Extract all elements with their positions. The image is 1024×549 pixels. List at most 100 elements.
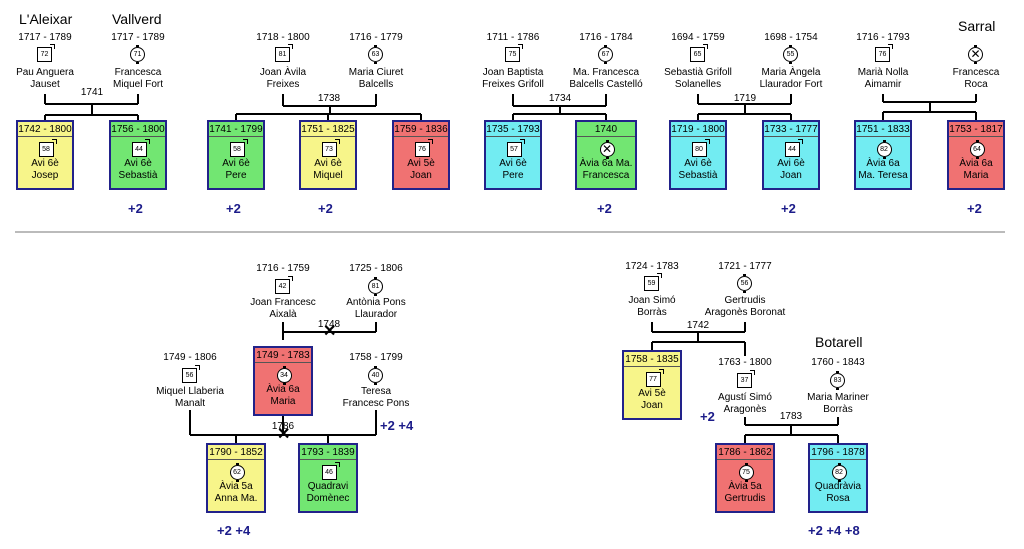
person-name[interactable]: Pau Anguera Jauset xyxy=(16,67,74,90)
female-icon[interactable]: 40 xyxy=(368,366,383,385)
person-name[interactable]: Teresa Francesc Pons xyxy=(342,386,410,409)
female-icon[interactable]: 55 xyxy=(783,45,798,64)
box-label: Avi 6è Sebastià xyxy=(118,158,158,181)
person-years: 1716 - 1759 xyxy=(256,263,310,274)
descendant-box[interactable]: 1751 - 1825 73 Avi 6è Miquel xyxy=(299,120,357,190)
person-name[interactable]: Francesca Roca xyxy=(952,67,1000,90)
descendant-box[interactable]: 1753 - 1817 64 Àvia 6a Maria xyxy=(947,120,1005,190)
female-icon: 34 xyxy=(276,366,292,385)
box-label: Avi 6è Pere xyxy=(499,158,527,181)
person-name[interactable]: Sebastià Grifoll Solanelles xyxy=(664,67,732,90)
person-name[interactable]: Francesca Miquel Fort xyxy=(112,67,163,90)
marriage-year: 1719 xyxy=(733,93,757,104)
expand-indicator[interactable]: +2 xyxy=(226,201,241,216)
descendant-box[interactable]: 1733 - 1777 44 Avi 6è Joan xyxy=(762,120,820,190)
female-icon[interactable]: 63 xyxy=(368,45,383,64)
person-years: 1760 - 1843 xyxy=(811,357,865,368)
expand-indicator[interactable]: +2 xyxy=(700,409,715,424)
box-label: Quadravi Domènec xyxy=(306,481,350,504)
person-years: 1698 - 1754 xyxy=(764,32,818,43)
box-years: 1719 - 1800 xyxy=(671,124,725,137)
male-icon: 77 xyxy=(645,369,664,387)
expand-indicator[interactable]: +2 +4 xyxy=(380,418,414,433)
person-name[interactable]: Ma. Francesca Balcells Castelló xyxy=(569,67,643,90)
person-years: 1724 - 1783 xyxy=(625,261,679,272)
person-years: 1716 - 1784 xyxy=(579,32,633,43)
marriage-year: 1734 xyxy=(548,93,572,104)
descendant-box[interactable]: 1751 - 1833 82 Àvia 6a Ma. Teresa xyxy=(854,120,912,190)
box-years: 1741 - 1799 xyxy=(209,124,263,137)
descendant-box[interactable]: 1759 - 1836 76 Avi 5è Joan xyxy=(392,120,450,190)
person-years: 1717 - 1789 xyxy=(18,32,72,43)
male-icon[interactable]: 72 xyxy=(37,44,55,62)
box-label: Avi 6è Miquel xyxy=(313,158,343,181)
female-icon[interactable]: 67 xyxy=(598,45,613,64)
descendant-box[interactable]: 1749 - 1783 34 Àvia 6a Maria xyxy=(253,346,313,416)
expand-indicator[interactable]: +2 +4 +8 xyxy=(808,523,860,538)
descendant-box[interactable]: 1786 - 1862 75 Àvia 5a Gertrudis xyxy=(715,443,775,513)
descendant-box[interactable]: 1756 - 1800 44 Avi 6è Sebastià xyxy=(109,120,167,190)
descendant-box[interactable]: 1740 ✕ Àvia 6a Ma. Francesca xyxy=(575,120,637,190)
descendant-box[interactable]: 1741 - 1799 58 Avi 6è Pere xyxy=(207,120,265,190)
female-icon: 82 xyxy=(876,140,892,159)
person-years: 1716 - 1779 xyxy=(349,32,403,43)
male-icon: 58 xyxy=(38,139,57,157)
person-name[interactable]: Miquel Llaberia Manalt xyxy=(156,386,224,409)
male-icon: 44 xyxy=(784,139,803,157)
box-years: 1735 - 1793 xyxy=(486,124,540,137)
person-years: 1721 - 1777 xyxy=(718,261,772,272)
box-years: 1740 xyxy=(577,122,635,137)
male-icon[interactable]: 59 xyxy=(644,273,662,291)
male-icon[interactable]: 37 xyxy=(737,370,755,388)
male-icon[interactable]: 42 xyxy=(275,276,293,294)
descendant-box[interactable]: 1793 - 1839 46 Quadravi Domènec xyxy=(298,443,358,513)
person-years: 1716 - 1793 xyxy=(856,32,910,43)
male-icon[interactable]: 81 xyxy=(275,44,293,62)
unknown-female-icon[interactable]: ✕ xyxy=(968,45,983,64)
female-icon[interactable]: 71 xyxy=(130,45,145,64)
descendant-box[interactable]: 1790 - 1852 62 Àvia 5a Anna Ma. xyxy=(206,443,266,513)
male-icon: 76 xyxy=(414,139,433,157)
male-icon[interactable]: 76 xyxy=(875,44,893,62)
descendant-box[interactable]: 1796 - 1878 82 Quadràvia Rosa xyxy=(808,443,868,513)
marriage-year: 1741 xyxy=(80,87,104,98)
descendant-box[interactable]: 1742 - 1800 58 Avi 6è Josep xyxy=(16,120,74,190)
marriage-year: 1786 xyxy=(271,421,295,432)
female-icon[interactable]: 81 xyxy=(368,277,383,296)
person-name[interactable]: Maria Mariner Borràs xyxy=(807,392,869,415)
male-icon[interactable]: 65 xyxy=(690,44,708,62)
person-name[interactable]: Agustí Simó Aragonès xyxy=(718,392,772,415)
unknown-female-icon: ✕ xyxy=(599,140,615,159)
expand-indicator[interactable]: +2 xyxy=(597,201,612,216)
female-icon[interactable]: 83 xyxy=(830,371,845,390)
box-years: 1756 - 1800 xyxy=(111,124,165,137)
descendant-box[interactable]: 1758 - 1835 77 Avi 5è Joan xyxy=(622,350,682,420)
person-name[interactable]: Marià Nolla Aimamir xyxy=(857,67,909,90)
male-icon: 73 xyxy=(321,139,340,157)
person-name[interactable]: Joan Francesc Aixalà xyxy=(250,297,316,320)
expand-indicator[interactable]: +2 xyxy=(128,201,143,216)
male-icon[interactable]: 75 xyxy=(505,44,523,62)
person-name[interactable]: Joan Àvila Freixes xyxy=(259,67,307,90)
box-years: 1753 - 1817 xyxy=(949,124,1003,137)
male-icon[interactable]: 56 xyxy=(182,365,200,383)
person-name[interactable]: Gertrudis Aragonès Boronat xyxy=(704,295,786,318)
descendant-box[interactable]: 1735 - 1793 57 Avi 6è Pere xyxy=(484,120,542,190)
box-years: 1793 - 1839 xyxy=(300,447,356,460)
box-years: 1758 - 1835 xyxy=(624,354,680,367)
expand-indicator[interactable]: +2 xyxy=(318,201,333,216)
person-name[interactable]: Joan Baptista Freixes Grifoll xyxy=(482,67,544,90)
person-name[interactable]: Joan Simó Borràs xyxy=(628,295,676,318)
female-icon[interactable]: 56 xyxy=(737,274,752,293)
person-years: 1711 - 1786 xyxy=(486,32,540,43)
male-icon: 46 xyxy=(321,462,340,480)
person-name[interactable]: Maria Ciuret Balcells xyxy=(348,67,404,90)
person-name[interactable]: Antònia Pons Llaurador xyxy=(346,297,406,320)
expand-indicator[interactable]: +2 xyxy=(781,201,796,216)
expand-indicator[interactable]: +2 xyxy=(967,201,982,216)
person-name[interactable]: Maria Àngela Llaurador Fort xyxy=(759,67,823,90)
descendant-box[interactable]: 1719 - 1800 80 Avi 6è Sebastià xyxy=(669,120,727,190)
box-label: Avi 5è Joan xyxy=(638,388,666,411)
expand-indicator[interactable]: +2 +4 xyxy=(217,523,251,538)
